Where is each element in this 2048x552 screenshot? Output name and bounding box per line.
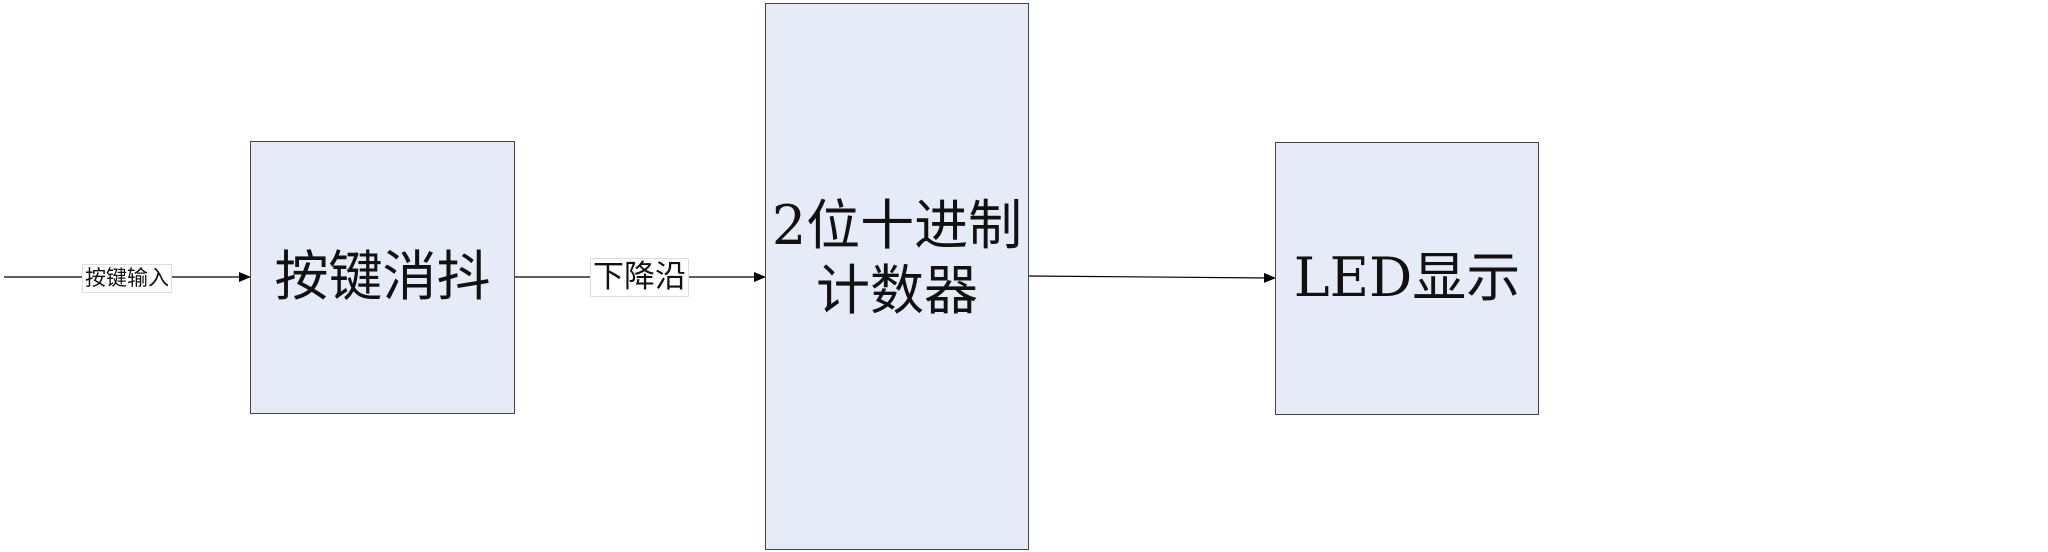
falling-edge-label: 下降沿	[590, 258, 689, 297]
counter-label-line1: 2位十进制	[771, 193, 1023, 257]
key-input-label: 按键输入	[82, 264, 172, 293]
debounce-block: 按键消抖	[250, 141, 515, 414]
counter-block: 2位十进制 计数器	[765, 3, 1029, 550]
led-display-label: LED显示	[1293, 246, 1521, 310]
led-display-block: LED显示	[1275, 142, 1539, 415]
counter-label-line2: 计数器	[815, 258, 978, 322]
counter-label: 2位十进制 计数器	[772, 194, 1022, 324]
debounce-label: 按键消抖	[274, 245, 491, 309]
counter-to-led-arrow	[1028, 272, 1276, 283]
